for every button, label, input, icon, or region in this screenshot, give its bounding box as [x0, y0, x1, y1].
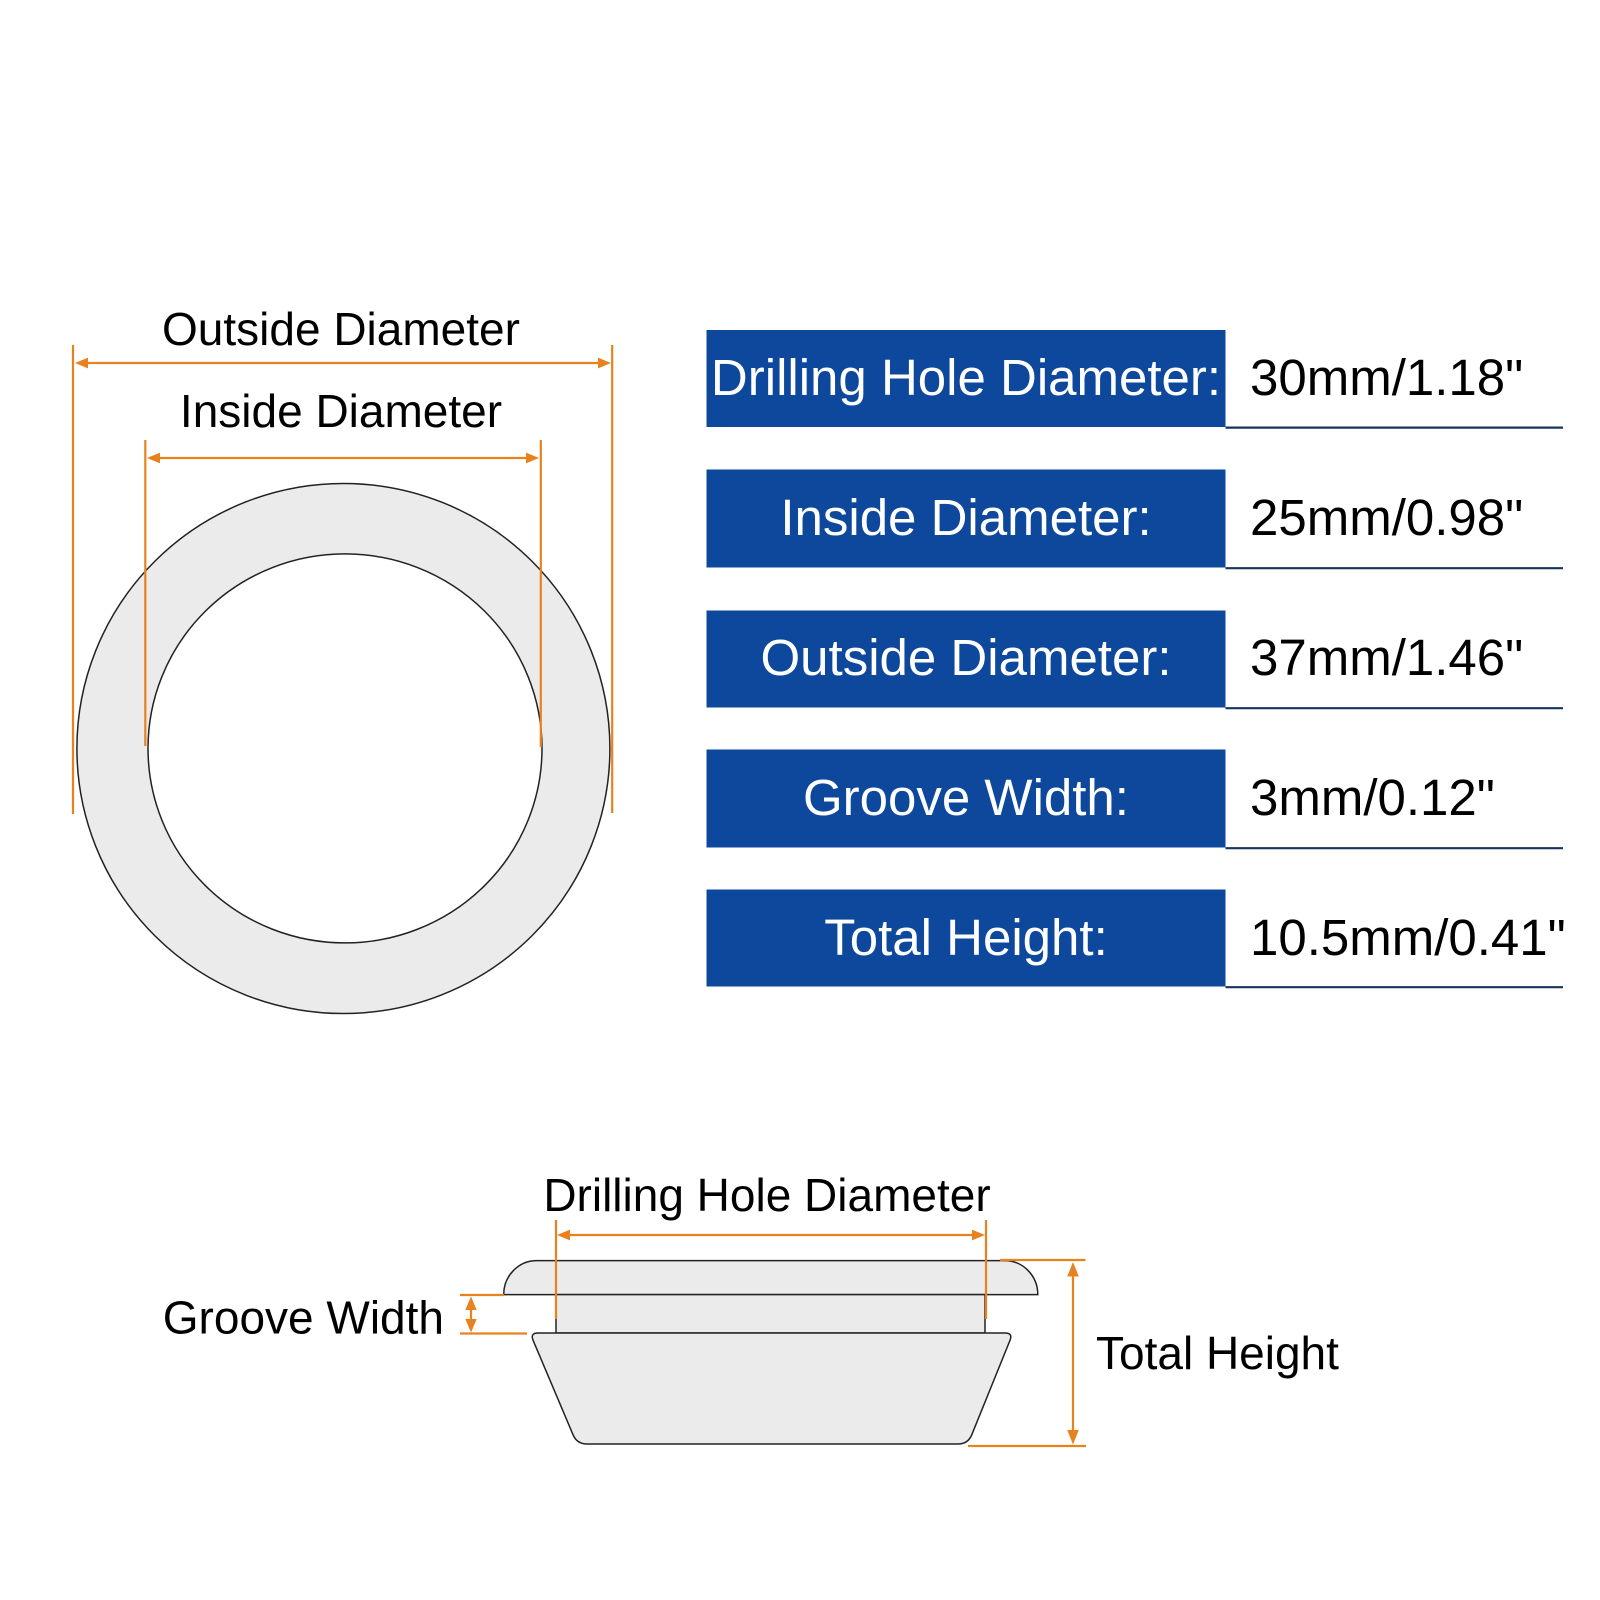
svg-text:30mm/1.18": 30mm/1.18" [1250, 349, 1523, 406]
svg-text:Drilling Hole Diameter:: Drilling Hole Diameter: [711, 349, 1221, 406]
svg-text:10.5mm/0.41": 10.5mm/0.41" [1250, 909, 1566, 966]
svg-text:Outside Diameter: Outside Diameter [162, 303, 520, 355]
svg-text:Groove Width:: Groove Width: [803, 769, 1129, 826]
svg-text:Groove Width: Groove Width [163, 1292, 444, 1344]
svg-text:Inside Diameter: Inside Diameter [180, 385, 502, 437]
svg-text:Outside Diameter:: Outside Diameter: [761, 629, 1172, 686]
svg-text:Inside Diameter:: Inside Diameter: [780, 489, 1151, 546]
svg-text:3mm/0.12": 3mm/0.12" [1250, 769, 1495, 826]
svg-text:Total Height: Total Height [1096, 1327, 1339, 1379]
svg-text:37mm/1.46": 37mm/1.46" [1250, 629, 1523, 686]
svg-text:Drilling Hole Diameter: Drilling Hole Diameter [543, 1169, 990, 1221]
svg-text:25mm/0.98": 25mm/0.98" [1250, 489, 1523, 546]
svg-text:Total Height:: Total Height: [824, 909, 1108, 966]
